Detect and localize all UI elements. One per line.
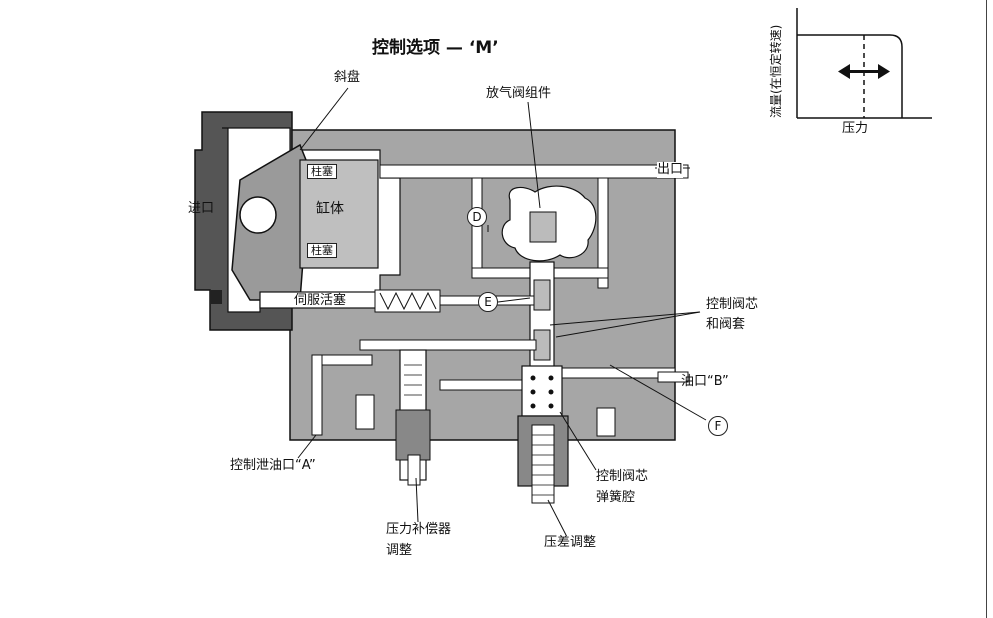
label-spring-chamber-2: 弹簧腔	[596, 490, 636, 505]
marker-e: E	[478, 292, 498, 312]
inset-x-axis-label: 压力	[842, 121, 869, 136]
marker-f: F	[708, 416, 728, 436]
swashplate-pivot	[239, 196, 277, 234]
diagram-title: 控制选项 — ‘M’	[372, 38, 499, 58]
label-compensator-adj-2: 调整	[386, 543, 413, 558]
marker-d: D	[467, 207, 487, 227]
right-border-line	[986, 0, 987, 618]
label-compensator-adj-1: 压力补偿器	[386, 522, 452, 537]
label-port-b: 油口“B”	[681, 374, 729, 389]
label-piston-bottom: 柱塞	[307, 243, 337, 258]
label-servo-piston: 伺服活塞	[294, 293, 347, 308]
cylinder-label-area	[308, 195, 364, 221]
label-spring-chamber-1: 控制阀芯	[596, 469, 649, 484]
outlet-channel	[379, 164, 689, 179]
label-bleed-valve: 放气阀组件	[486, 86, 552, 101]
label-outlet: 出口	[657, 162, 684, 178]
diff-valve-block	[521, 365, 563, 417]
inset-y-axis-label: 流量(在恒定转速)	[769, 24, 783, 118]
label-control-spool-sleeve-2: 和阀套	[706, 317, 746, 332]
label-cylinder: 缸体	[316, 201, 344, 217]
label-control-spool-sleeve-1: 控制阀芯	[706, 297, 759, 312]
label-diff-adj: 压差调整	[544, 535, 597, 550]
label-control-drain-a: 控制泄油口“A”	[230, 458, 316, 473]
label-inlet: 进口	[188, 201, 215, 216]
label-piston-top: 柱塞	[307, 164, 337, 179]
label-swashplate: 斜盘	[334, 70, 361, 85]
